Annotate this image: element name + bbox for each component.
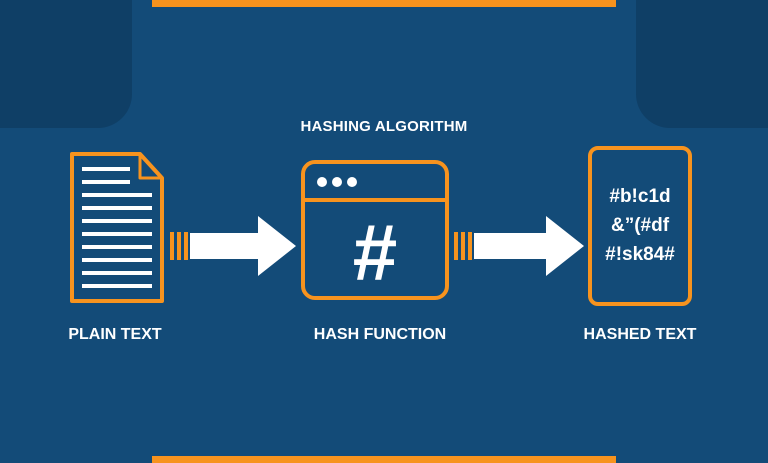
hashed-line: #!sk84# (605, 244, 675, 265)
decorative-corner-right (636, 0, 768, 128)
document-icon (70, 152, 164, 303)
arrow-right-icon (170, 216, 296, 276)
accent-bar-bottom (152, 456, 616, 463)
hashed-line: #b!c1d (609, 186, 671, 207)
hashed-line: &”(#df (610, 215, 670, 236)
arrow-right-icon (454, 216, 584, 276)
diagram-title: HASHING ALGORITHM (300, 118, 468, 135)
browser-window-icon (301, 160, 449, 300)
decorative-corner-left (0, 0, 132, 128)
hash-icon: # (353, 208, 398, 297)
hashed-text-block: #b!c1d &”(#df #!sk84# (592, 182, 688, 269)
device-frame-icon (588, 146, 692, 306)
hash-function-label: HASH FUNCTION (313, 326, 447, 343)
hashed-text-label: HASHED TEXT (583, 326, 697, 343)
plain-text-label: PLAIN TEXT (68, 326, 162, 343)
accent-bar-top (152, 0, 616, 7)
